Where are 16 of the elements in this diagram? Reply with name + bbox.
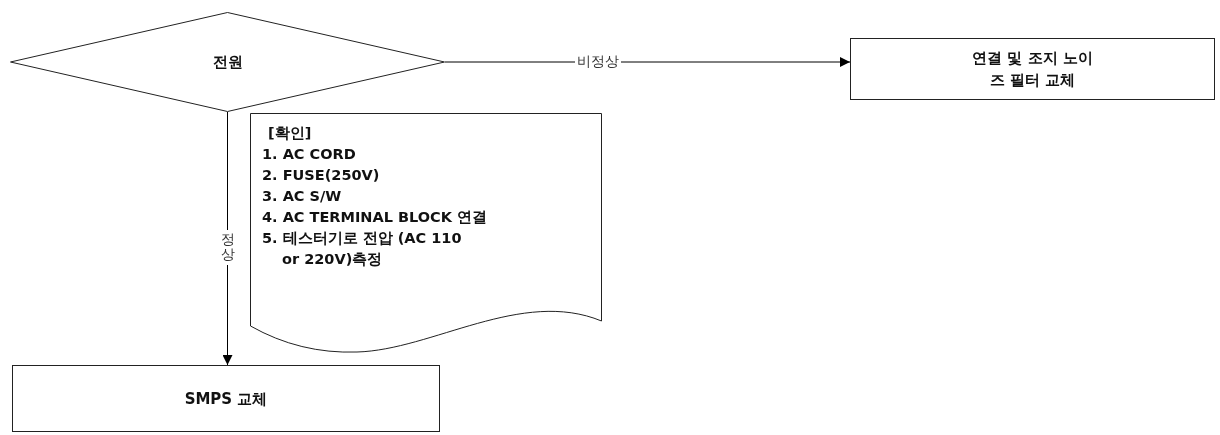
list-item: 2. FUSE(250V) [262,166,381,185]
edge-label: 비정상 [575,54,621,70]
document-shape [250,113,602,356]
list-item: 3. AC S/W [262,187,343,206]
list-item: 5. 테스터기로 전압 (AC 110 or 220V)측정 [262,229,463,269]
process-box [12,365,440,432]
node-label: 연결 및 조지 노이즈 필터 교체 [971,48,1094,91]
node-label: SMPS 교체 [184,388,268,410]
list-heading: [확인] [268,124,313,143]
edge-label: 정상 [220,230,235,265]
node-label: 전원 [212,52,243,73]
list-item: 1. AC CORD [262,145,357,164]
process-box [850,38,1215,100]
list-item: 4. AC TERMINAL BLOCK 연결 [262,208,487,227]
arrow [444,57,851,67]
decision-diamond [10,12,445,112]
